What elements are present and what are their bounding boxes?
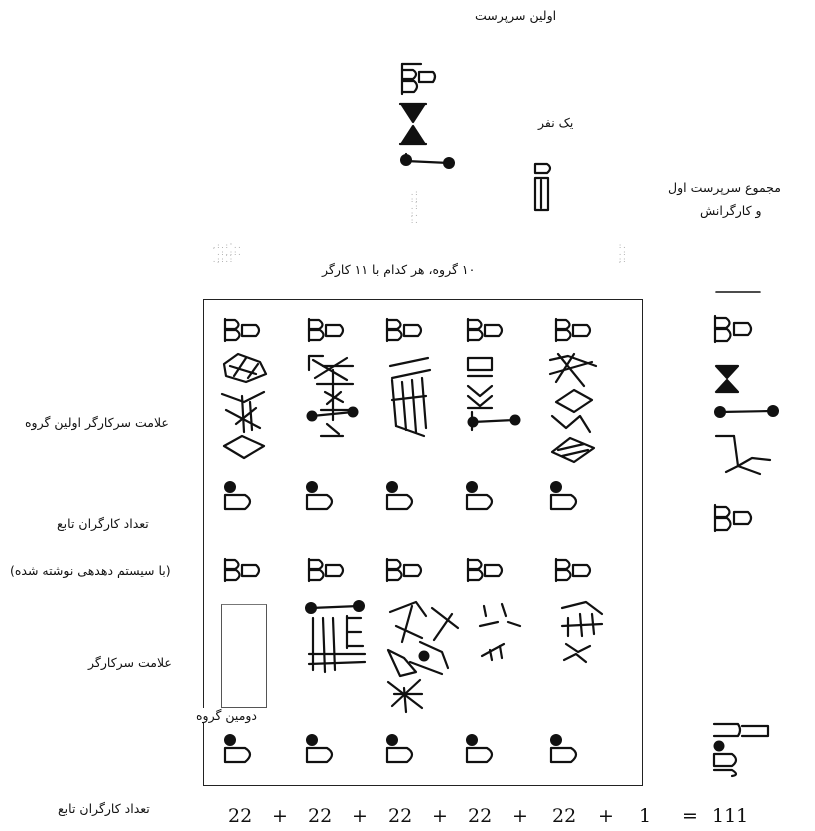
bd-sign-icon (466, 317, 504, 343)
worker-count-bottom-label: تعداد کارگران تابع (58, 801, 150, 816)
count-sign-icon (465, 481, 494, 511)
foreman-sign-icon (388, 356, 432, 438)
foreman-sign-label: علامت سرکارگر (88, 655, 172, 670)
bd-sign-icon (554, 557, 592, 583)
count-sign-icon (549, 481, 578, 511)
bd-sign-icon (713, 503, 753, 533)
hourglass-sign-icon (714, 364, 740, 394)
foreman-sign-icon (306, 354, 359, 438)
bd-sign-icon (554, 317, 592, 343)
plus-sign: + (272, 805, 288, 827)
total-term: 22 (552, 805, 577, 827)
total-term: 22 (228, 805, 253, 827)
count-sign-icon (305, 734, 334, 764)
hourglass-sign-icon (398, 102, 428, 146)
foreman-sign-icon (305, 600, 367, 674)
foreman-sign-icon (386, 600, 460, 714)
plus-sign: + (598, 805, 614, 827)
plus-sign: + (432, 805, 448, 827)
count-sign-icon (385, 734, 414, 764)
plus-sign: + (512, 805, 528, 827)
foreman-sign-icon (220, 352, 268, 460)
total-term: 22 (388, 805, 413, 827)
scan-noise: ,:.:'.. .:,;:. .;:.: (212, 242, 242, 264)
bd-sign-icon (466, 557, 504, 583)
bd-sign-icon (223, 557, 261, 583)
worker-count-label: تعداد کارگران تابع (57, 516, 149, 531)
plus-sign: + (352, 805, 368, 827)
equals-sign: = (682, 805, 698, 827)
first-supervisor-label: اولین سرپرست (475, 8, 557, 23)
divider-line (715, 291, 761, 293)
count-sign-icon (465, 734, 494, 764)
total-result: 111 (712, 805, 749, 827)
second-group-label: دومین گروه (196, 708, 257, 723)
branch-sign-icon (714, 434, 772, 476)
dotted-bar-sign-icon (714, 405, 779, 418)
foreman-sign-icon (560, 600, 604, 664)
bd-sign-icon (307, 317, 345, 343)
count-sign-icon (549, 734, 578, 764)
sum-label-line2: و کارگرانش (700, 203, 762, 218)
total-term: 1 (639, 805, 652, 827)
total-term: 22 (468, 805, 493, 827)
foreman-sign-icon (466, 356, 521, 432)
sum-label-line1: مجموع سرپرست اول (668, 180, 781, 195)
total-term: 22 (308, 805, 333, 827)
scan-noise: .: :; .: ;. :. (410, 189, 419, 225)
bd-sign-icon (400, 62, 437, 96)
count-sign-icon (223, 481, 252, 511)
count-sign-icon (712, 722, 770, 778)
foreman-sign-icon (478, 602, 522, 662)
bd-sign-icon (713, 314, 753, 344)
bd-sign-icon (385, 557, 423, 583)
bd-sign-icon (385, 317, 423, 343)
one-person-sign-icon (533, 162, 552, 212)
count-sign-icon (385, 481, 414, 511)
count-sign-icon (223, 734, 252, 764)
bd-sign-icon (307, 557, 345, 583)
dotted-bar-sign-icon (400, 152, 455, 169)
empty-bracket (221, 604, 267, 708)
groups-caption: ۱۰ گروه، هر کدام با ۱۱ کارگر (322, 262, 476, 277)
groups-box (203, 299, 643, 786)
scan-noise: :. .: ;: (618, 242, 627, 264)
count-sign-icon (305, 481, 334, 511)
bd-sign-icon (223, 317, 261, 343)
foreman-sign-icon (548, 352, 598, 464)
one-person-label: یک نفر (538, 115, 574, 130)
decimal-note-label: (با سیستم دهدهی نوشته شده) (10, 563, 171, 578)
first-group-foreman-label: علامت سرکارگر اولین گروه (25, 415, 169, 430)
